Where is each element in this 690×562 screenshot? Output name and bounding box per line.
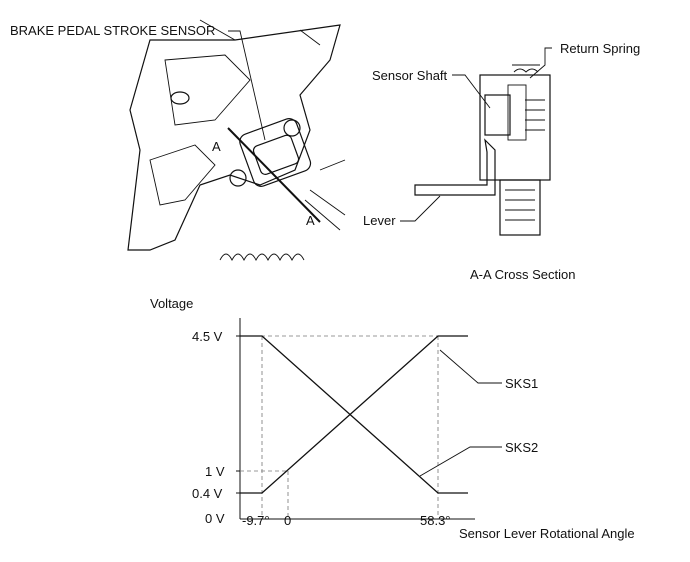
sensor-leader-line: [228, 30, 266, 141]
y-axis-label: Voltage: [150, 296, 194, 311]
sks1-leader: [439, 349, 502, 384]
cross-section-title: A-A Cross Section: [470, 267, 576, 282]
y-tick-label-0: 0 V: [205, 511, 225, 526]
lever-label: Lever: [363, 213, 396, 228]
sensor-shaft-leader: [452, 74, 491, 109]
sks2-line: [240, 335, 468, 494]
sks2-label: SKS2: [505, 440, 539, 455]
sensor-connector: [252, 134, 300, 175]
sks1-line: [240, 335, 468, 494]
section-marker-top: A: [212, 139, 221, 154]
bracket-cutout: [164, 54, 251, 126]
x-axis-label: Sensor Lever Rotational Angle: [459, 526, 635, 541]
section-line: [227, 127, 321, 223]
y-tick-label-1: 1 V: [205, 464, 225, 479]
return-spring-label: Return Spring: [560, 41, 641, 56]
x-tick-label-0: 0: [284, 513, 292, 528]
x-tick-label-58-3: 58.3°: [420, 513, 451, 528]
x-tick-label-minus-9-7: -9.7°: [242, 513, 270, 528]
section-marker-bottom: A: [306, 213, 315, 228]
sensor-bolt-right: [283, 119, 301, 137]
pedal-bracket: [127, 24, 341, 251]
rotor-part: [507, 84, 527, 141]
bracket-hole: [170, 91, 190, 105]
hall-ic-part: [525, 99, 545, 131]
y-tick-label-0-4: 0.4 V: [192, 486, 223, 501]
sks1-label: SKS1: [505, 376, 539, 391]
cross-section-drawing: [414, 64, 551, 236]
lever-part: [414, 138, 496, 196]
sensor-label: BRAKE PEDAL STROKE SENSOR: [10, 23, 216, 38]
bracket-arm: [149, 144, 216, 206]
sks2-leader: [419, 446, 502, 477]
lever-leader: [400, 195, 441, 222]
connector-part: [499, 179, 541, 236]
sensor-shaft-part: [484, 94, 511, 136]
pedal-rod: [304, 159, 346, 231]
y-tick-label-4-5: 4.5 V: [192, 329, 223, 344]
return-spring-leader: [529, 47, 552, 79]
spring-part: [512, 64, 540, 73]
return-spring-drawing: [219, 253, 305, 262]
sensor-body: [239, 118, 312, 187]
connector-pins: [505, 189, 535, 221]
bracket-edge: [199, 19, 321, 46]
sensor-bolt-left: [229, 169, 247, 187]
sensor-shaft-label: Sensor Shaft: [372, 68, 448, 83]
